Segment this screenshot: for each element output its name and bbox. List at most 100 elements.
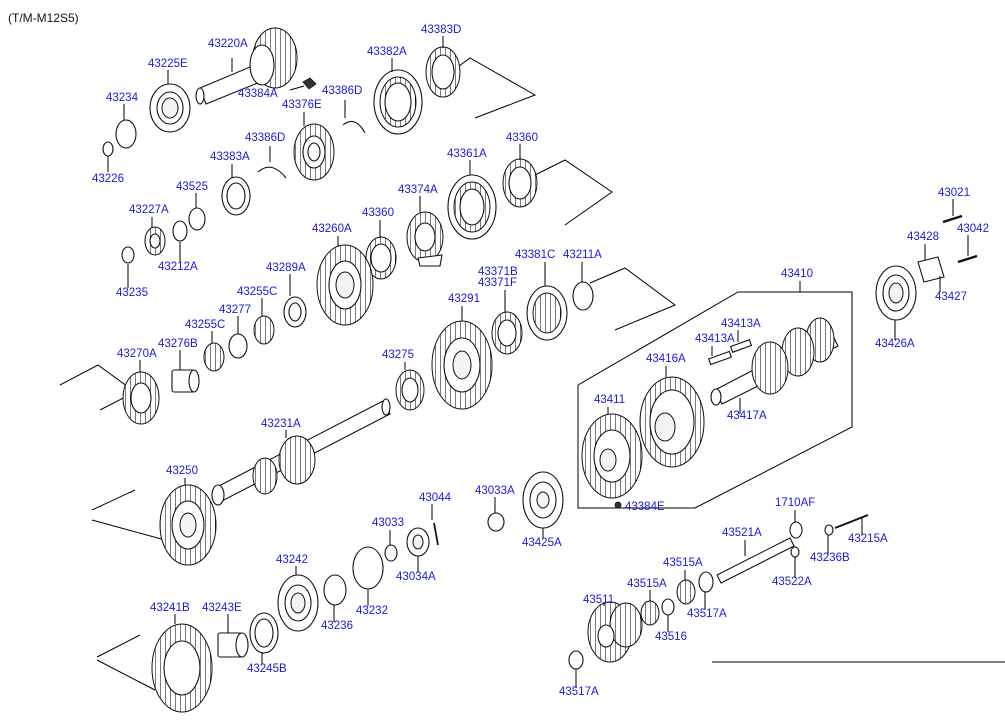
part-number-label[interactable]: 43417A	[727, 410, 767, 422]
part-number-label[interactable]: 43215A	[848, 533, 888, 545]
part-number-label[interactable]: 43291	[448, 293, 480, 305]
washer-43236B	[824, 524, 834, 536]
part-number-label[interactable]: 43360	[506, 132, 538, 144]
part-number-label[interactable]: 43516	[655, 631, 687, 643]
part-number-label[interactable]: 43517A	[687, 608, 727, 620]
part-number-label[interactable]: 43384A	[238, 88, 278, 100]
part-number-label[interactable]: 43245B	[247, 663, 287, 675]
part-number-label[interactable]: 43386D	[322, 85, 362, 97]
bolt-43021	[942, 214, 963, 224]
washer-43522A	[790, 546, 800, 558]
part-number-label[interactable]: 43044	[419, 492, 452, 504]
part-number-label[interactable]: 43382A	[367, 46, 407, 58]
part-number-label[interactable]: 43381C	[515, 249, 555, 261]
washer-43236	[323, 574, 347, 606]
spring-clip	[257, 166, 287, 179]
part-number-label[interactable]: 43227A	[129, 204, 169, 216]
part-number-label[interactable]: 43525	[176, 181, 208, 193]
gear-43291	[431, 320, 493, 410]
bearing-43425A	[522, 471, 564, 529]
part-number-label[interactable]: 43511	[583, 594, 614, 606]
collar-43243E	[217, 632, 249, 658]
part-number-label[interactable]: 43033	[372, 517, 404, 529]
part-number-label[interactable]: 43235	[116, 287, 148, 299]
part-number-label[interactable]: 43383A	[210, 151, 250, 163]
part-number-label[interactable]: 43521A	[722, 527, 762, 539]
part-number-label[interactable]: 43425A	[522, 537, 562, 549]
part-number-label[interactable]: 43236B	[810, 552, 850, 564]
part-number-label[interactable]: 43371F	[478, 277, 517, 289]
part-number-label[interactable]: 43034A	[396, 571, 436, 583]
part-number-label[interactable]: 43270A	[117, 348, 157, 360]
part-number-label[interactable]: 43255C	[185, 319, 225, 331]
input-shaft	[195, 27, 298, 105]
part-number-label[interactable]: 43522A	[772, 576, 812, 588]
needle-bearing	[253, 315, 275, 345]
part-number-label[interactable]: 43413A	[721, 318, 761, 330]
part-number-label[interactable]: 43428	[907, 231, 939, 243]
ring-43245B	[249, 612, 279, 654]
model-code: (T/M-M12S5)	[8, 11, 79, 25]
part-number-label[interactable]: 43410	[781, 268, 813, 280]
part-number-label[interactable]: 43360	[362, 207, 394, 219]
part-number-label[interactable]: 43376E	[282, 99, 322, 111]
part-number-label[interactable]: 43236	[321, 620, 353, 632]
part-number-label[interactable]: 43411	[594, 394, 625, 406]
part-number-label[interactable]: 43042	[957, 223, 989, 235]
key-43384E	[614, 501, 622, 509]
part-number-label[interactable]: 43289A	[266, 262, 306, 274]
gear-43250	[159, 484, 217, 566]
leader-line	[289, 85, 305, 91]
part-number-label[interactable]: 43413A	[695, 333, 735, 345]
part-number-label[interactable]: 43427	[935, 291, 967, 303]
cone-43232	[352, 546, 384, 590]
part-number-label[interactable]: 43232	[356, 605, 388, 617]
callout-lines	[59, 57, 1005, 691]
bearing-43289A	[283, 296, 307, 328]
part-number-label[interactable]: 43225E	[148, 58, 188, 70]
part-number-label[interactable]: 43250	[166, 465, 198, 477]
part-number-label[interactable]: 43033A	[475, 485, 515, 497]
part-number-label[interactable]: 43234	[106, 92, 139, 104]
part-number-label[interactable]: 43383D	[421, 24, 461, 36]
part-number-label[interactable]: 43517A	[559, 686, 599, 698]
synchro-ring-43383D	[425, 46, 461, 98]
part-number-label[interactable]: 43212A	[158, 261, 198, 273]
bearing-43225E	[149, 83, 191, 133]
bearing-43426A	[875, 265, 917, 321]
part-number-label[interactable]: 43226	[92, 173, 124, 185]
part-number-label[interactable]: 43276B	[158, 338, 198, 350]
part-number-label[interactable]: 43361A	[447, 148, 487, 160]
pin-43044	[433, 522, 439, 546]
part-number-label[interactable]: 43255C	[237, 286, 277, 298]
part-number-label[interactable]: 43220A	[208, 38, 248, 50]
part-number-label[interactable]: 43231A	[261, 418, 301, 430]
part-number-label[interactable]: 43426A	[875, 338, 915, 350]
sleeve-43361A	[447, 174, 497, 240]
spring-clip	[342, 120, 366, 134]
ring-43033	[384, 544, 398, 562]
part-number-label[interactable]: 43515A	[627, 578, 667, 590]
part-number-label[interactable]: 43211A	[563, 249, 602, 261]
part-number-label[interactable]: 43241B	[150, 602, 190, 614]
part-number-label[interactable]: 43275	[382, 349, 414, 361]
part-number-label[interactable]: 43242	[276, 554, 308, 566]
thrust-washer-43517A-2	[568, 650, 584, 670]
part-number-label[interactable]: 43277	[219, 304, 251, 316]
synchro-sleeve-43382A	[373, 69, 423, 135]
part-number-label[interactable]: 43260A	[312, 223, 352, 235]
sleeve-43381C	[526, 285, 568, 341]
part-number-label[interactable]: 43386D	[245, 132, 285, 144]
part-number-label[interactable]: 43384E	[625, 501, 665, 513]
hub-43374A	[406, 211, 444, 267]
part-number-label[interactable]: 43021	[938, 187, 970, 199]
part-number-label[interactable]: 43515A	[663, 557, 703, 569]
part-number-label[interactable]: 43416A	[646, 353, 686, 365]
part-number-label[interactable]: 43243E	[202, 602, 242, 614]
main-shaft	[211, 398, 391, 506]
key-43413A	[707, 350, 733, 366]
part-number-label[interactable]: 43374A	[398, 184, 438, 196]
bearing-43227A	[144, 226, 166, 256]
part-number-label[interactable]: 1710AF	[775, 497, 815, 509]
part-number-label[interactable]: 43371B	[478, 266, 518, 278]
